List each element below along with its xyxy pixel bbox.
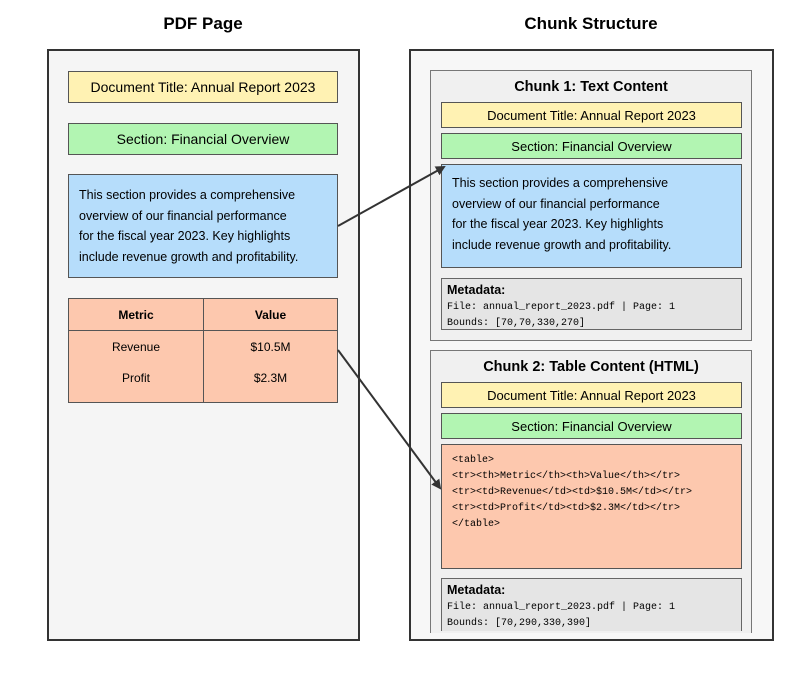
table-column-divider bbox=[203, 299, 204, 402]
pdf-section-header: Section: Financial Overview bbox=[68, 123, 338, 155]
chunk-1-title: Chunk 1: Text Content bbox=[514, 79, 668, 95]
paragraph-line: This section provides a comprehensive bbox=[79, 188, 296, 202]
paragraph-line: include revenue growth and profitability… bbox=[79, 249, 299, 264]
arrow-text-to-chunk-1 bbox=[337, 166, 446, 227]
code-line: <table> bbox=[452, 455, 495, 466]
chunk-2-metadata: Metadata: File: annual_report_2023.pdf |… bbox=[441, 578, 742, 631]
chunk-1-section-header: Section: Financial Overview bbox=[441, 133, 742, 159]
pdf-text-paragraph: This section provides a comprehensive ov… bbox=[68, 174, 338, 278]
pdf-document-title: Document Title: Annual Report 2023 bbox=[68, 71, 338, 103]
table-cell-profit-value: $2.3M bbox=[253, 371, 288, 385]
table-cell-profit-label: Profit bbox=[121, 371, 150, 385]
table-cell-revenue-value: $10.5M bbox=[250, 340, 291, 354]
paragraph-line: overview of our financial performance bbox=[452, 196, 660, 211]
pdf-table: Metric Value Revenue $10.5M Profit $2.3M bbox=[68, 298, 338, 403]
paragraph-line: include revenue growth and profitability… bbox=[452, 237, 672, 252]
paragraph-line: for the fiscal year 2023. Key highlights bbox=[79, 229, 291, 243]
code-line: </table> bbox=[452, 519, 501, 530]
pdf-page-heading: PDF Page bbox=[163, 14, 243, 33]
table-header-metric: Metric bbox=[118, 308, 154, 322]
metadata-bounds-line: Bounds: [70,70,330,270] bbox=[447, 318, 586, 329]
paragraph-line: This section provides a comprehensive bbox=[452, 176, 669, 190]
chunk-2-section-header: Section: Financial Overview bbox=[441, 413, 742, 439]
code-line: <tr><td>Revenue</td><td>$10.5M</td></tr> bbox=[452, 487, 693, 498]
code-line: <tr><th>Metric</th><th>Value</th></tr> bbox=[452, 471, 681, 482]
metadata-bounds-line: Bounds: [70,290,330,390] bbox=[447, 618, 592, 629]
paragraph-line: overview of our financial performance bbox=[79, 208, 287, 223]
table-header-value: Value bbox=[254, 308, 287, 322]
metadata-file-line: File: annual_report_2023.pdf | Page: 1 bbox=[447, 602, 676, 613]
chunk-1-metadata: Metadata: File: annual_report_2023.pdf |… bbox=[441, 278, 742, 330]
code-line: <tr><td>Profit</td><td>$2.3M</td></tr> bbox=[452, 503, 681, 514]
paragraph-line: for the fiscal year 2023. Key highlights bbox=[452, 217, 664, 231]
chunk-2-html-table-content: <table> <tr><th>Metric</th><th>Value</th… bbox=[441, 444, 742, 569]
chunk-1-document-title: Document Title: Annual Report 2023 bbox=[441, 102, 742, 128]
metadata-label: Metadata: bbox=[447, 283, 506, 297]
chunk-2-document-title: Document Title: Annual Report 2023 bbox=[441, 382, 742, 408]
chunk-2-title: Chunk 2: Table Content (HTML) bbox=[483, 359, 699, 375]
chunk-1-text-content: This section provides a comprehensive ov… bbox=[441, 164, 742, 268]
chunk-structure-heading: Chunk Structure bbox=[524, 14, 658, 33]
table-cell-revenue-label: Revenue bbox=[111, 340, 161, 354]
metadata-file-line: File: annual_report_2023.pdf | Page: 1 bbox=[447, 302, 676, 313]
metadata-label: Metadata: bbox=[447, 583, 506, 597]
arrow-table-to-chunk-2 bbox=[337, 349, 442, 490]
